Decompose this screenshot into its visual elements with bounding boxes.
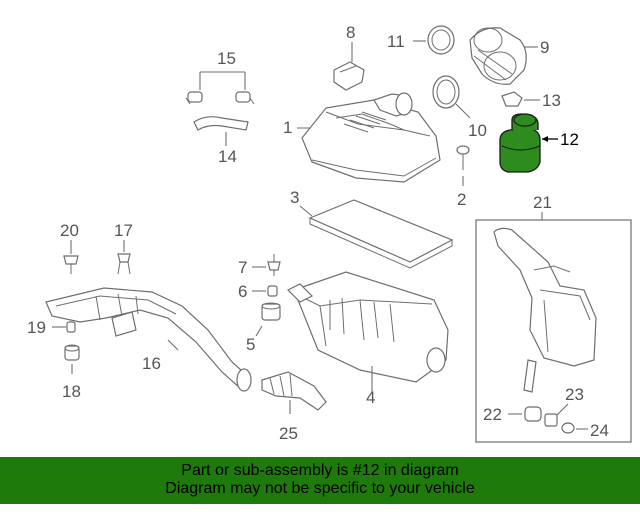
info-banner: Part or sub-assembly is #12 in diagram D… <box>0 457 640 504</box>
callout-16: 16 <box>142 354 161 373</box>
callout-15: 15 <box>217 49 236 68</box>
part-25-hose: 25 <box>261 371 327 443</box>
part-13-clip: 13 <box>501 91 561 110</box>
callout-11: 11 <box>387 32 405 51</box>
part-23-collar: 23 <box>544 385 584 427</box>
part-8-sensor: 8 <box>333 23 365 91</box>
callout-23: 23 <box>565 385 584 404</box>
part-5-mount: 5 <box>246 302 281 354</box>
callout-4: 4 <box>366 388 375 407</box>
callout-13: 13 <box>542 91 561 110</box>
part-14-breather-hose: 14 <box>193 116 249 166</box>
part-22-grommet: 22 <box>483 405 542 424</box>
callout-7: 7 <box>238 258 247 277</box>
callout-17: 17 <box>114 221 133 240</box>
callout-1: 1 <box>283 118 292 137</box>
parts-diagram: 15 14 8 1 2 11 <box>27 23 632 443</box>
part-11-clamp: 11 <box>387 25 455 55</box>
callout-9: 9 <box>540 38 549 57</box>
banner-line-1: Part or sub-assembly is #12 in diagram <box>181 462 459 479</box>
part-24-nut: 24 <box>561 421 609 440</box>
part-9-intake-duct: 9 <box>469 27 549 85</box>
callout-8: 8 <box>346 23 355 42</box>
part-16-air-duct: 16 <box>45 287 252 392</box>
part-6-grommet: 6 <box>238 282 278 301</box>
callout-19: 19 <box>27 318 46 337</box>
callout-18: 18 <box>62 382 81 401</box>
callout-24: 24 <box>590 421 609 440</box>
part-2-bolt: 2 <box>456 145 470 209</box>
callout-2: 2 <box>457 190 466 209</box>
callout-25: 25 <box>279 424 298 443</box>
banner-line-2: Diagram may not be specific to your vehi… <box>165 480 475 497</box>
part-4-lower-housing: 4 <box>286 271 449 407</box>
part-10-clamp: 10 <box>432 75 487 140</box>
callout-6: 6 <box>238 282 247 301</box>
callout-21: 21 <box>533 193 552 212</box>
callout-20: 20 <box>60 221 79 240</box>
callout-3: 3 <box>290 188 299 207</box>
part-7-bolt: 7 <box>238 254 281 277</box>
callout-5: 5 <box>246 335 255 354</box>
callout-12: 12 <box>560 130 579 149</box>
part-21-inset: 21 <box>475 193 632 443</box>
part-19-grommet: 19 <box>27 318 76 337</box>
callout-10: 10 <box>468 121 487 140</box>
inset-frame <box>475 219 632 443</box>
callout-22: 22 <box>483 405 502 424</box>
part-3-filter: 3 <box>290 188 454 269</box>
part-20-bolt: 20 <box>60 221 79 274</box>
part-15-clips: 15 <box>185 49 255 105</box>
part-12-resonator-highlighted: 12 <box>499 113 579 173</box>
callout-14: 14 <box>218 147 237 166</box>
part-18-mount: 18 <box>62 344 81 401</box>
part-17-clip: 17 <box>114 221 133 275</box>
part-1-upper-housing: 1 <box>283 92 441 183</box>
